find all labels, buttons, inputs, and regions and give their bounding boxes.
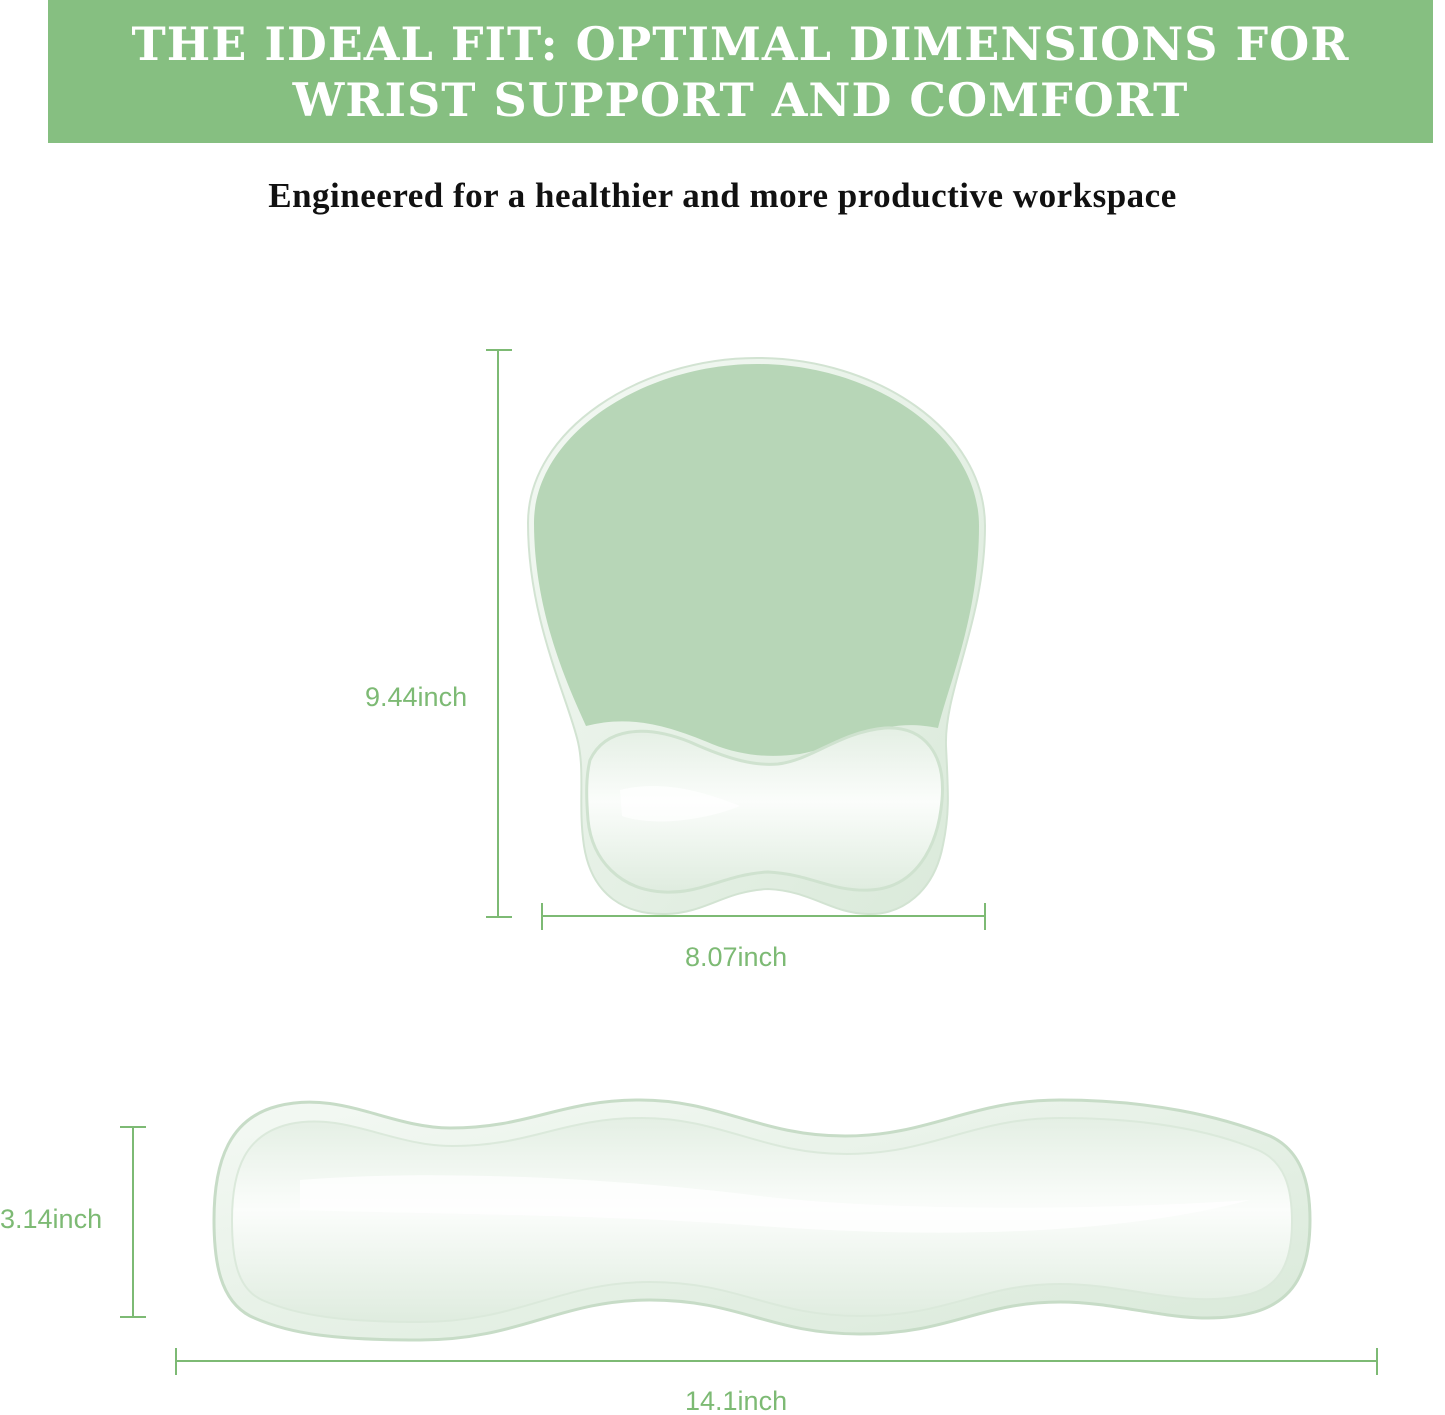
- subtitle: Engineered for a healthier and more prod…: [268, 176, 1177, 215]
- keyboard-wrist-rest: [212, 1098, 1312, 1342]
- banner-title: THE IDEAL FIT: OPTIMAL DIMENSIONS FOR WR…: [131, 16, 1350, 127]
- mouse-pad: [526, 356, 987, 916]
- mouse-pad-width-dimension: [541, 903, 986, 930]
- wrist-rest-highlight: [300, 1175, 1250, 1233]
- mouse-pad-height-label: 9.44inch: [365, 682, 468, 712]
- wrist-rest-height-label: 3.14inch: [0, 1204, 103, 1234]
- mouse-pad-gel-rest: [585, 726, 944, 894]
- wrist-rest-width-label: 14.1inch: [685, 1386, 788, 1415]
- wrist-rest-width-dimension: [175, 1348, 1378, 1375]
- mouse-pad-height-dimension: [486, 349, 512, 918]
- mouse-pad-width-label: 8.07inch: [685, 942, 788, 972]
- wrist-rest-height-dimension: [120, 1126, 146, 1318]
- mouse-pad-gel-highlight: [620, 785, 740, 822]
- mouse-pad-surface: [534, 364, 979, 756]
- header-banner: THE IDEAL FIT: OPTIMAL DIMENSIONS FOR WR…: [48, 0, 1433, 143]
